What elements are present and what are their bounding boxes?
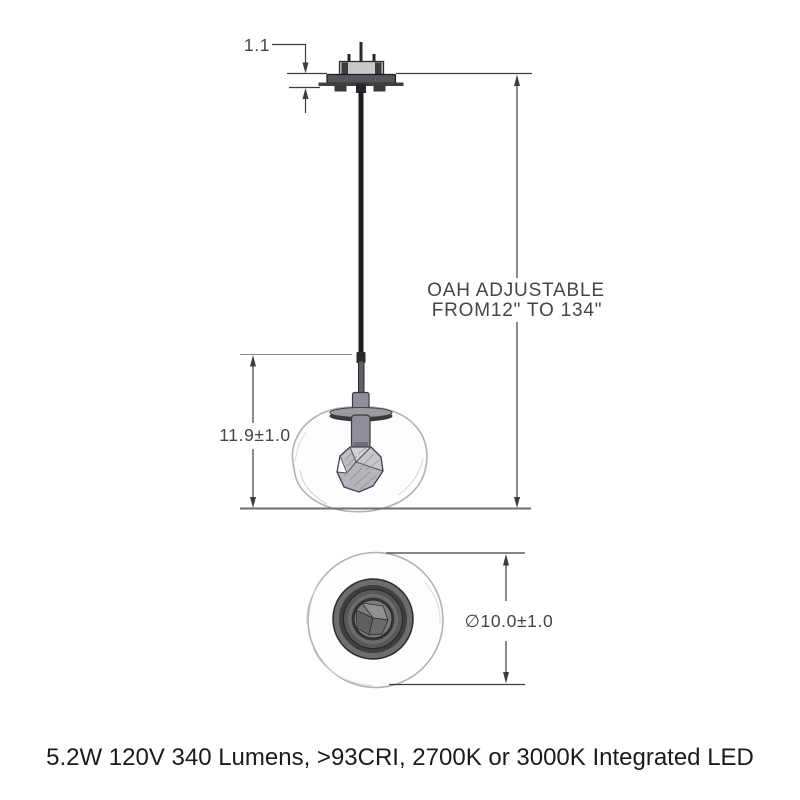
mounting-post-right	[372, 54, 376, 63]
canopy-plate	[326, 73, 397, 84]
junction-box-left-cap	[341, 62, 348, 75]
oah-label-line1: OAH ADJUSTABLE	[427, 280, 605, 301]
arrowhead-up	[514, 74, 520, 86]
arrowhead-up	[503, 554, 509, 566]
gem-hatching	[343, 447, 380, 490]
junction-box-right-cap	[375, 62, 382, 75]
pendant-height-label: 11.9±1.0	[219, 425, 291, 445]
arrowhead-down	[514, 497, 520, 508]
cord-connector	[356, 352, 366, 363]
cord-strain-relief	[356, 83, 366, 93]
gem-bottom-facets	[355, 602, 389, 636]
dimension-oah	[396, 72, 532, 508]
socket-bottom-view	[332, 578, 414, 660]
suspension-cord	[358, 92, 364, 355]
arrowhead-up	[302, 88, 309, 99]
arrowhead-down	[503, 672, 509, 684]
globe-diameter-label: ∅10.0±1.0	[465, 611, 554, 631]
canopy-height-label: 1.1	[244, 35, 270, 55]
dimension-globe-diameter	[386, 552, 525, 686]
glass-globe-bottom-view	[306, 551, 444, 689]
arrowhead-down	[302, 62, 309, 74]
socket-base-band	[353, 442, 368, 447]
spec-caption: 5.2W 120V 340 Lumens, >93CRI, 2700K or 3…	[46, 744, 754, 771]
dimension-canopy-height	[272, 43, 327, 113]
mounting-post-center	[359, 42, 363, 62]
arrowhead-down	[250, 497, 256, 508]
dimension-pendant-height	[240, 354, 352, 508]
oah-label-line2: FROM12" TO 134"	[432, 300, 603, 321]
canopy-tab-left	[334, 86, 347, 92]
arrowhead-up	[250, 355, 256, 367]
stem-rod	[358, 360, 365, 396]
pendant-hardware	[329, 352, 393, 449]
ceiling-canopy	[318, 42, 404, 93]
led-gem-bulb	[336, 446, 384, 493]
mounting-post-left	[347, 54, 351, 63]
canopy-tab-right	[373, 86, 386, 92]
dimension-lines	[240, 43, 532, 686]
